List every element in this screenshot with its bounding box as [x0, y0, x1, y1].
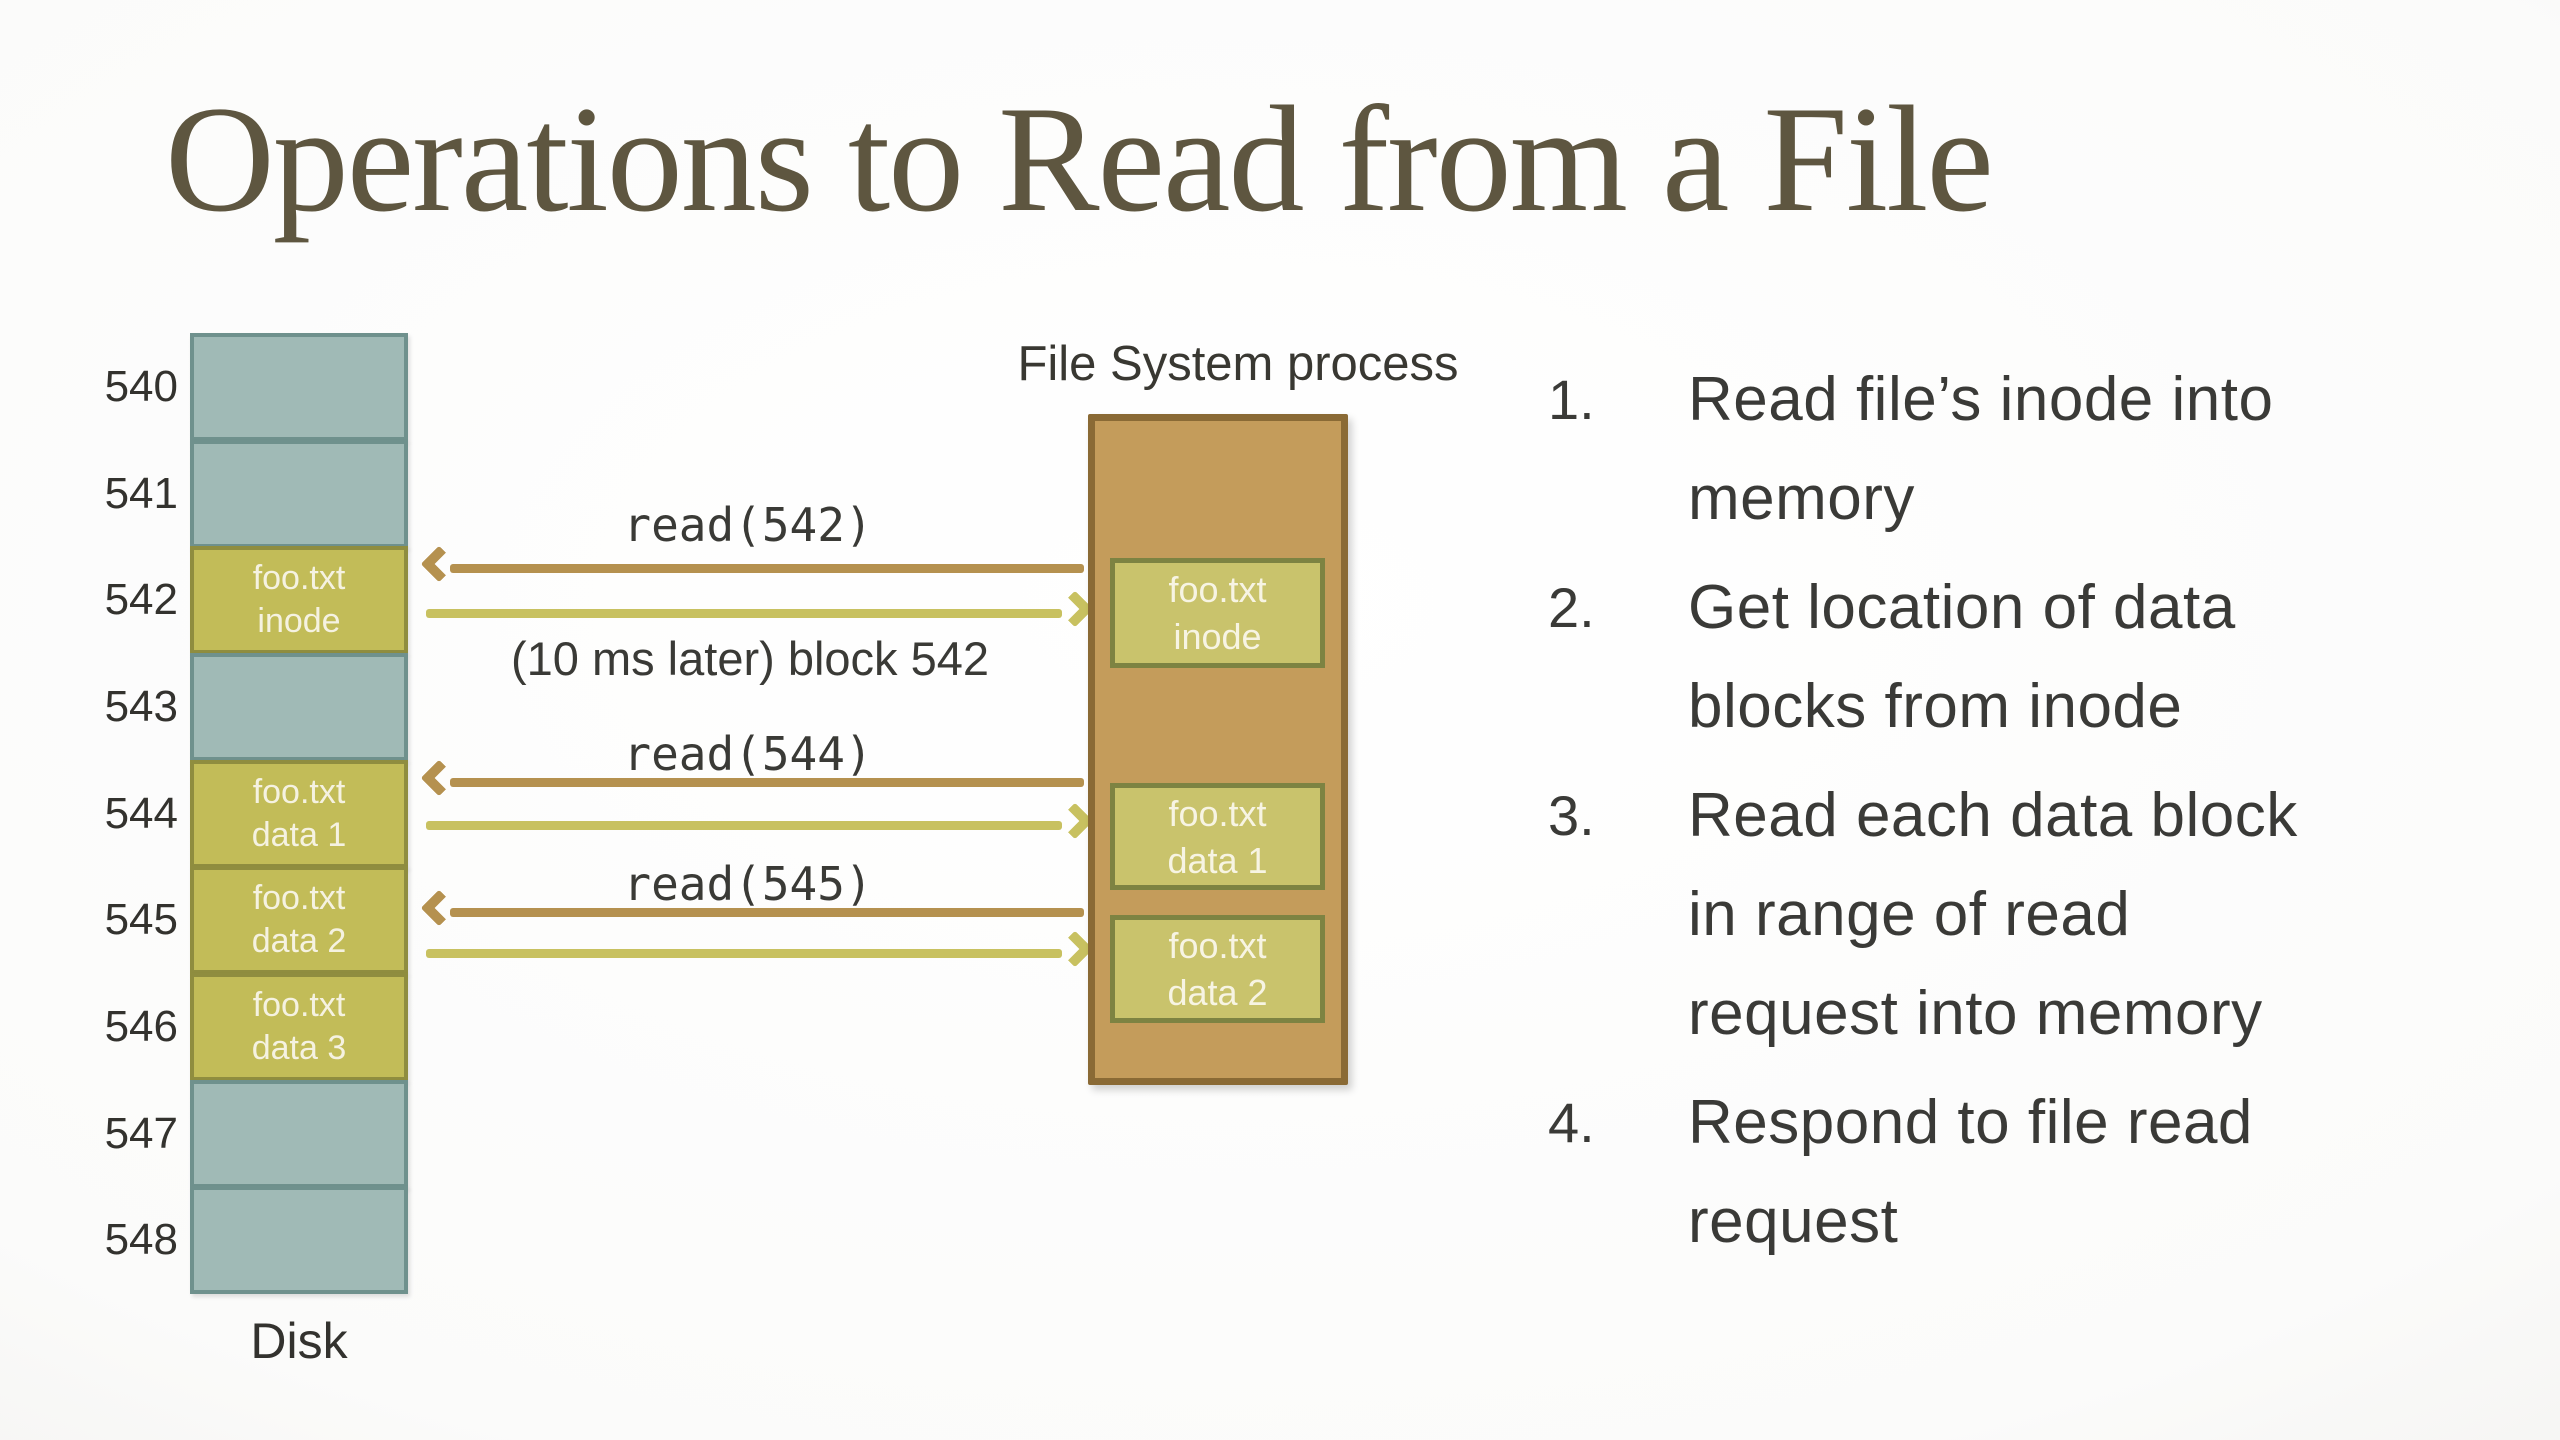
- slide-title: Operations to Read from a File: [165, 75, 1994, 243]
- arrow-shaft: [450, 778, 1084, 787]
- step-4-text: Respond to file read request: [1688, 1088, 2253, 1256]
- fs-data1-box-text: foo.txt data 1: [1167, 792, 1268, 881]
- disk-block-label-547: 547: [104, 1109, 178, 1158]
- disk-block-544-text: foo.txt data 1: [251, 773, 347, 854]
- disk-block-540: [190, 333, 408, 441]
- disk-block-542-text: foo.txt inode: [252, 559, 346, 640]
- step-2-text: Get location of data blocks from inode: [1688, 573, 2236, 741]
- disk-block-546-text: foo.txt data 3: [251, 986, 347, 1067]
- step-1: 1. Read file’s inode into memory: [1548, 350, 2548, 548]
- disk-block-label-542: 542: [104, 575, 178, 624]
- step-3: 3. Read each data block in range of read…: [1548, 766, 2548, 1063]
- step-2: 2. Get location of data blocks from inod…: [1548, 558, 2548, 756]
- read-545-label: read(545): [623, 857, 873, 911]
- disk-block-label-543: 543: [104, 682, 178, 731]
- arrow-left-icon: [420, 545, 458, 583]
- step-3-number: 3.: [1548, 784, 1595, 847]
- arrow-shaft: [450, 908, 1084, 917]
- step-3-text: Read each data block in range of read re…: [1688, 781, 2298, 1048]
- disk-block-545-text: foo.txt data 2: [251, 879, 347, 960]
- step-1-number: 1.: [1548, 368, 1595, 431]
- disk-block-label-545: 545: [104, 895, 178, 944]
- file-system-process-label: File System process: [1017, 337, 1459, 391]
- fs-data1-box: foo.txt data 1: [1110, 783, 1325, 890]
- arrow-shaft: [426, 949, 1062, 958]
- step-1-text: Read file’s inode into memory: [1688, 365, 2274, 533]
- arrow-left-icon: [420, 889, 458, 927]
- steps-list: 1. Read file’s inode into memory 2. Get …: [1548, 350, 2548, 1281]
- disk-block-548: [190, 1186, 408, 1294]
- disk-block-544: foo.txt data 1: [190, 760, 408, 868]
- disk-block-label-548: 548: [104, 1215, 178, 1264]
- read-544-label: read(544): [623, 727, 873, 781]
- step-4-number: 4.: [1548, 1091, 1595, 1154]
- step-4: 4. Respond to file read request: [1548, 1073, 2548, 1271]
- disk-block-543: [190, 653, 408, 761]
- step-2-number: 2.: [1548, 576, 1595, 639]
- arrow-shaft: [450, 564, 1084, 573]
- disk-block-label-546: 546: [104, 1002, 178, 1051]
- read-542-label: read(542): [623, 498, 873, 552]
- disk-caption: Disk: [250, 1313, 348, 1369]
- disk-block-541: [190, 440, 408, 548]
- disk-block-545: foo.txt data 2: [190, 866, 408, 974]
- disk-block-546: foo.txt data 3: [190, 973, 408, 1081]
- block-542-response-label: (10 ms later) block 542: [510, 632, 990, 685]
- arrow-left-icon: [420, 759, 458, 797]
- fs-inode-box-text: foo.txt inode: [1168, 569, 1267, 657]
- arrow-shaft: [426, 609, 1062, 618]
- fs-data2-box-text: foo.txt data 2: [1167, 925, 1268, 1013]
- fs-inode-box: foo.txt inode: [1110, 558, 1325, 668]
- disk-block-542: foo.txt inode: [190, 546, 408, 654]
- disk-block-label-541: 541: [104, 469, 178, 518]
- disk-block-label-544: 544: [104, 789, 178, 838]
- fs-data2-box: foo.txt data 2: [1110, 915, 1325, 1023]
- disk-block-label-540: 540: [104, 362, 178, 411]
- arrow-shaft: [426, 821, 1062, 830]
- disk-block-547: [190, 1080, 408, 1188]
